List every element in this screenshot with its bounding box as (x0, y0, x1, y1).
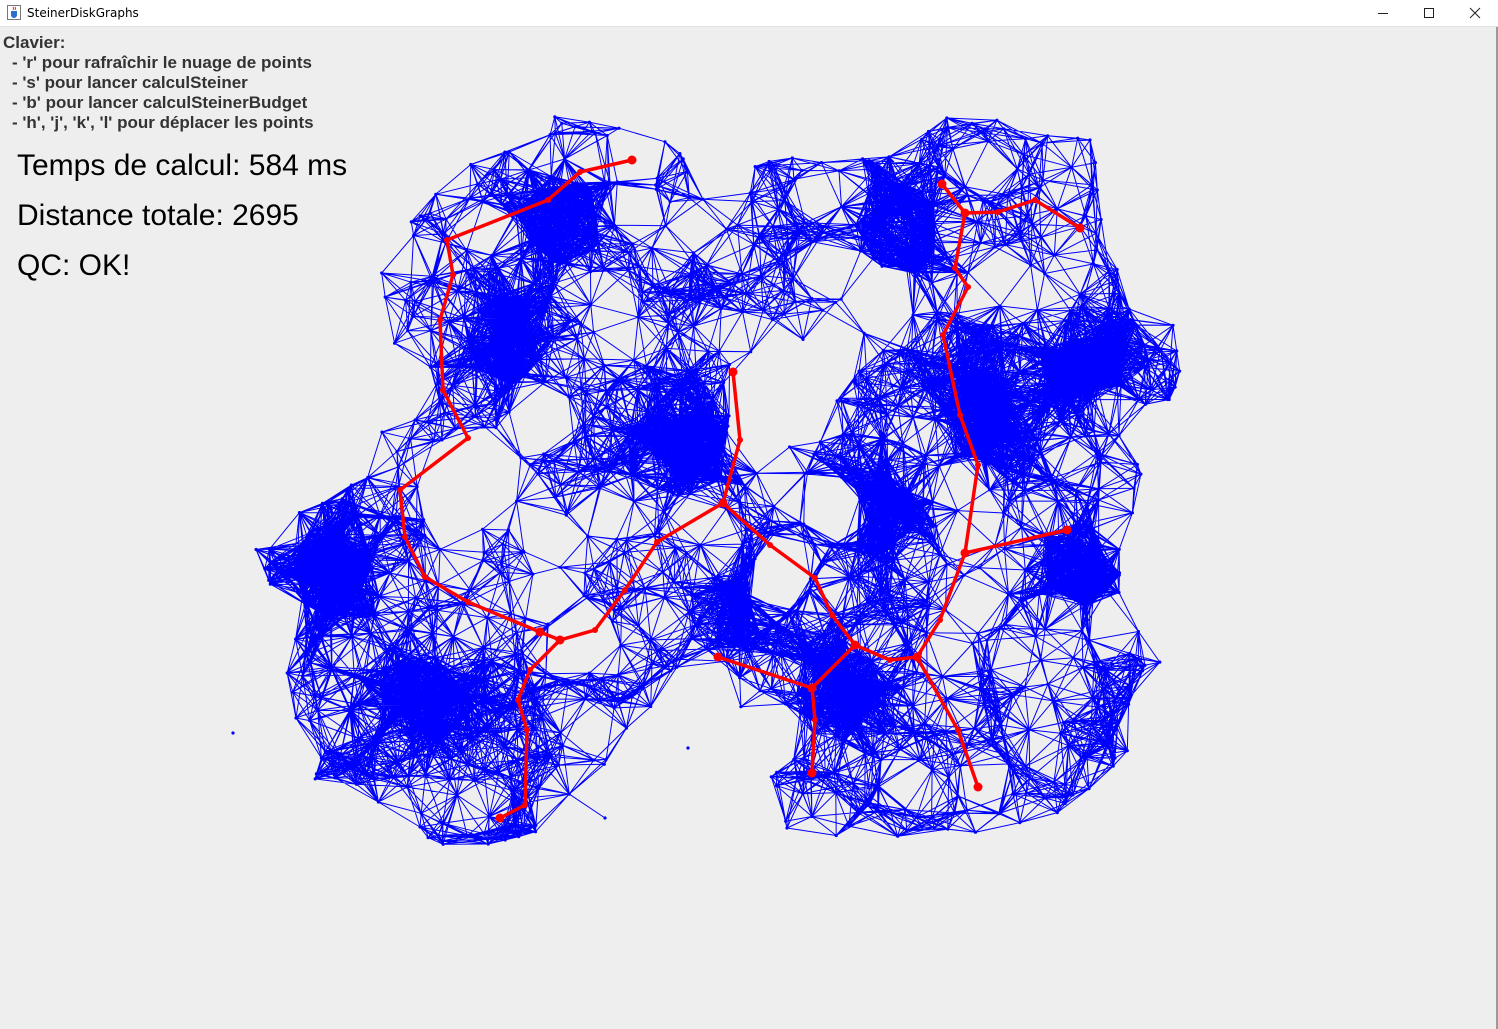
steiner-node (955, 727, 961, 733)
steiner-node (522, 802, 528, 808)
steiner-node (937, 179, 947, 189)
steiner-path-8 (964, 198, 1081, 230)
steiner-node (937, 617, 943, 623)
steiner-node (973, 782, 983, 792)
steiner-node (713, 652, 723, 662)
steiner-node (495, 813, 505, 823)
minimize-button[interactable] (1360, 0, 1406, 26)
steiner-node (807, 683, 817, 693)
window-border (1496, 27, 1498, 1029)
steiner-node (829, 612, 835, 618)
steiner-node (627, 155, 637, 165)
java-cup-icon (7, 5, 21, 20)
steiner-node (527, 667, 533, 673)
graph-edges (255, 116, 1181, 845)
steiner-node (515, 697, 521, 703)
close-button[interactable] (1452, 0, 1498, 26)
maximize-button[interactable] (1406, 0, 1452, 26)
steiner-node (767, 542, 773, 548)
steiner-node (912, 652, 922, 662)
window-title: SteinerDiskGraphs (27, 6, 139, 20)
steiner-node (535, 627, 545, 637)
steiner-node (440, 387, 446, 393)
steiner-node (437, 317, 443, 323)
steiner-node (960, 548, 970, 558)
steiner-node (545, 197, 551, 203)
help-line-budget: - 'b' pour lancer calculSteinerBudget (12, 93, 308, 112)
steiner-node (592, 627, 598, 633)
keyboard-help: Clavier: - 'r' pour rafraîchir le nuage … (3, 33, 314, 133)
maximize-icon (1424, 8, 1434, 18)
title-bar: SteinerDiskGraphs (0, 0, 1498, 27)
steiner-node (995, 209, 1001, 215)
steiner-node (1032, 197, 1038, 203)
compute-time-label: Temps de calcul: 584 ms (17, 149, 348, 182)
steiner-node (622, 587, 628, 593)
steiner-node (812, 717, 818, 723)
steiner-node (807, 768, 817, 778)
steiner-node (1062, 525, 1072, 535)
minimize-icon (1378, 13, 1388, 14)
steiner-node (812, 575, 818, 581)
steiner-node (737, 437, 743, 443)
steiner-path-5 (854, 182, 980, 662)
steiner-node (577, 169, 583, 175)
steiner-node (957, 412, 963, 418)
steiner-path-6 (964, 528, 1068, 555)
help-title: Clavier: (3, 33, 66, 52)
steiner-node (887, 657, 893, 663)
steiner-node (1075, 223, 1085, 233)
steiner-node (555, 635, 565, 645)
steiner-node (397, 487, 403, 493)
steiner-node (728, 367, 738, 377)
qc-status-label: QC: OK! (17, 249, 131, 282)
steiner-node (444, 237, 450, 243)
graph-edge-mesh (255, 116, 1181, 845)
steiner-tree (397, 155, 1085, 823)
steiner-node (654, 539, 660, 545)
steiner-node (975, 462, 981, 468)
help-line-steiner: - 's' pour lancer calculSteiner (12, 73, 248, 92)
help-line-move: - 'h', 'j', 'k', 'l' pour déplacer les p… (12, 113, 314, 132)
steiner-node (402, 534, 408, 540)
steiner-node (422, 574, 428, 580)
steiner-node (965, 284, 971, 290)
help-line-refresh: - 'r' pour rafraîchir le nuage de points (12, 53, 312, 72)
steiner-node (450, 272, 456, 278)
steiner-node (718, 498, 728, 508)
steiner-node (940, 332, 946, 338)
steiner-node (465, 435, 471, 441)
steiner-node (850, 640, 860, 650)
steiner-node (960, 208, 970, 218)
steiner-node (465, 599, 471, 605)
steiner-node (524, 727, 530, 733)
total-distance-label: Distance totale: 2695 (17, 199, 299, 232)
close-icon (1469, 7, 1481, 19)
steiner-node (952, 265, 958, 271)
